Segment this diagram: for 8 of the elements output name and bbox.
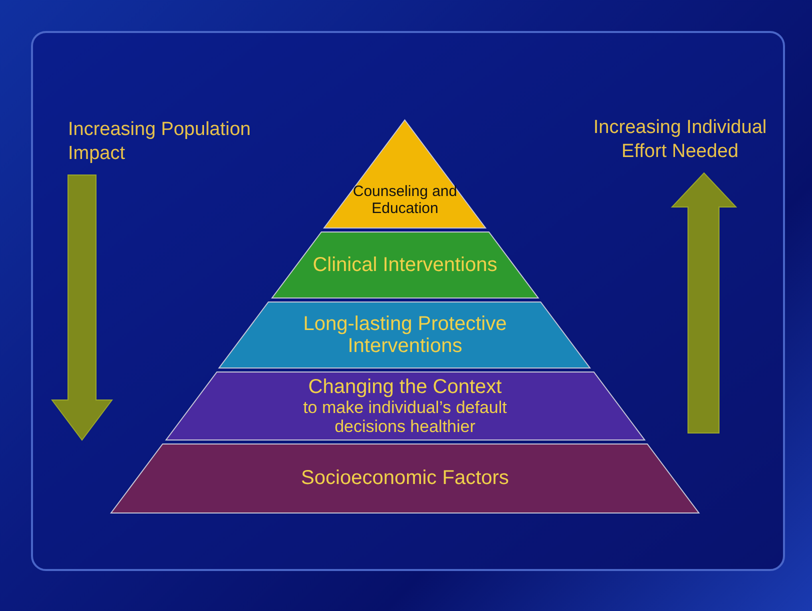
tier-label: Socioeconomic Factors <box>301 467 509 490</box>
tier-label: Changing the Context <box>308 376 502 398</box>
tier-label: Counseling and Education <box>352 184 458 218</box>
tier-label: Clinical Interventions <box>312 254 498 276</box>
axis-caption: Increasing Individual Effort Needed <box>592 116 768 164</box>
tier-label: Long-lasting Protective Interventions <box>302 312 508 358</box>
tier-subtext: to make individual’s default decisions healthier <box>302 398 508 436</box>
axis-caption: Increasing Population Impact <box>68 118 252 166</box>
